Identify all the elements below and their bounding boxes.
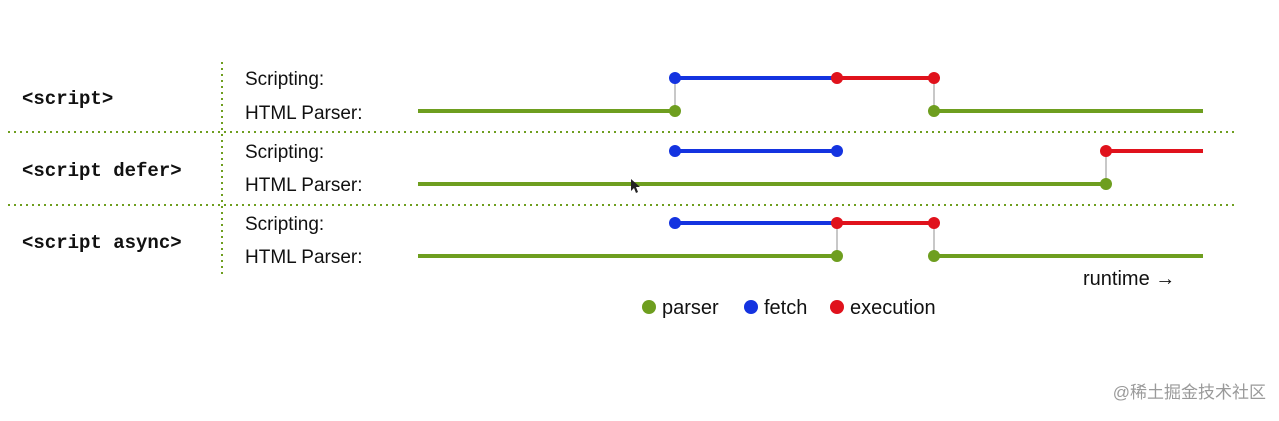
fetch-start-dot xyxy=(669,72,681,84)
parser-lane-label: HTML Parser: xyxy=(245,247,363,268)
legend-parser-label: parser xyxy=(662,297,719,319)
parser-pause-dot xyxy=(831,250,843,262)
parser-resume-dot xyxy=(928,250,940,262)
parser-end-dot xyxy=(1100,178,1112,190)
execution-end-dot xyxy=(928,217,940,229)
scripting-lane-label: Scripting: xyxy=(245,142,324,163)
legend-fetch-label: fetch xyxy=(764,297,807,319)
watermark: @稀土掘金技术社区 xyxy=(1113,383,1266,402)
legend-execution-dot xyxy=(830,300,844,314)
row-title: <script> xyxy=(22,88,113,110)
fetch-start-dot xyxy=(669,145,681,157)
row-script-defer: <script defer> Scripting: HTML Parser: xyxy=(22,142,1203,196)
scripting-lane-label: Scripting: xyxy=(245,214,324,235)
row-title: <script defer> xyxy=(22,160,182,182)
runtime-label: runtime → xyxy=(1083,268,1175,290)
mouse-pointer-icon xyxy=(631,179,640,193)
parser-resume-dot xyxy=(928,105,940,117)
execution-end-dot xyxy=(928,72,940,84)
fetch-start-dot xyxy=(669,217,681,229)
legend: parser fetch execution xyxy=(642,297,936,319)
parser-lane-label: HTML Parser: xyxy=(245,103,363,124)
row-title: <script async> xyxy=(22,232,182,254)
legend-execution-label: execution xyxy=(850,297,936,319)
row-script-async: <script async> Scripting: HTML Parser: xyxy=(22,214,1203,268)
execution-start-dot xyxy=(1100,145,1112,157)
legend-fetch-dot xyxy=(744,300,758,314)
parser-pause-dot xyxy=(669,105,681,117)
fetch-end-dot xyxy=(831,145,843,157)
execution-start-dot xyxy=(831,72,843,84)
legend-parser-dot xyxy=(642,300,656,314)
execution-start-dot xyxy=(831,217,843,229)
row-script: <script> Scripting: HTML Parser: xyxy=(22,69,1203,124)
scripting-lane-label: Scripting: xyxy=(245,69,324,90)
parser-lane-label: HTML Parser: xyxy=(245,175,363,196)
